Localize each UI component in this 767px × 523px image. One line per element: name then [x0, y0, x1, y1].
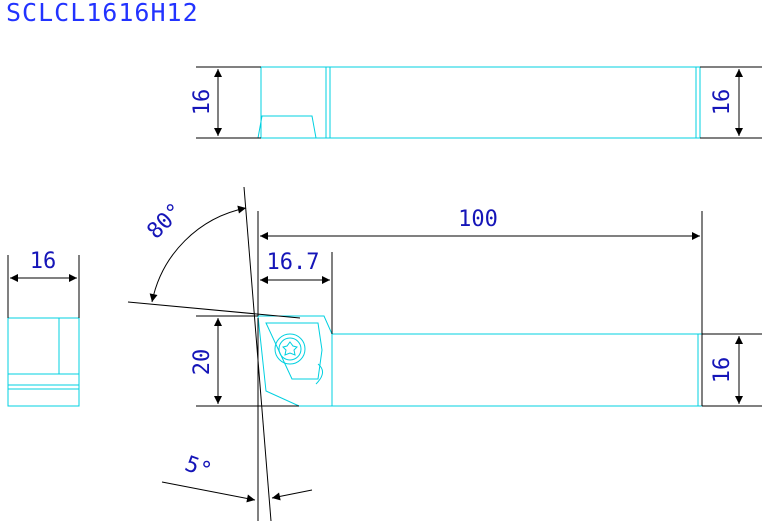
- top-view: [257, 66, 701, 139]
- part-number-title: SCLCL1616H12: [6, 0, 199, 27]
- overall-length-label: 100: [458, 207, 498, 232]
- end-view-dimensions: [7, 255, 80, 318]
- top-view-outline: [260, 66, 701, 139]
- shank-height-label: 16: [710, 357, 735, 384]
- front-view: [257, 315, 703, 407]
- front-view-dimensions: [127, 186, 762, 522]
- head-height-label: 20: [190, 349, 215, 376]
- top-view-height-left-label: 16: [190, 89, 215, 116]
- end-view-outline: [7, 317, 80, 407]
- front-view-outline: [257, 315, 703, 407]
- end-view-width-label: 16: [30, 249, 57, 274]
- top-view-insert: [257, 115, 317, 139]
- top-view-dimensions: [196, 66, 762, 139]
- torx-screw-icon: [274, 333, 306, 365]
- top-view-height-right-label: 16: [710, 89, 735, 116]
- head-length-label: 16.7: [267, 250, 320, 275]
- cutting-angle-label: 80°: [143, 199, 189, 245]
- insert-outline: [265, 322, 323, 380]
- clearance-angle-label: 5°: [181, 452, 214, 485]
- end-view: [7, 317, 80, 407]
